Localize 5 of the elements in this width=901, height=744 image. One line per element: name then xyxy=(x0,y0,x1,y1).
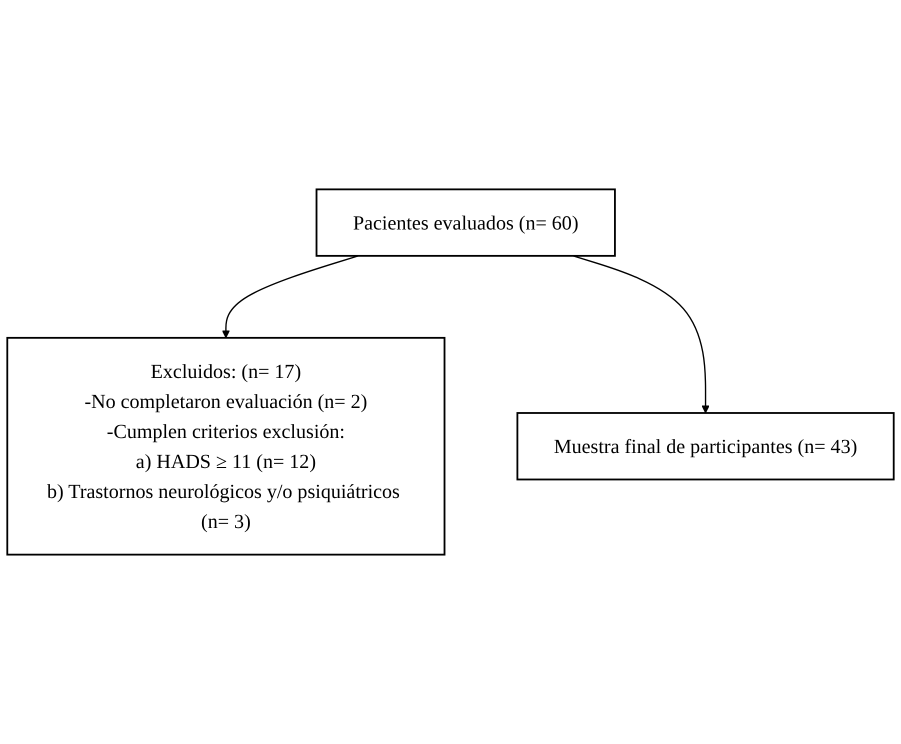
arrow xyxy=(572,255,710,414)
node-box: Muestra final de participantes (n= 43) xyxy=(516,412,895,480)
node-box: Excluidos: (n= 17) -No completaron evaluación (n= 2) -Cumplen criterios exclusión: a) HADS ≥ 11 (n= 12) b) Trastornos neurológicos y/o psiquiátricos (n= 3) xyxy=(6,336,446,556)
node-box: Pacientes evaluados (n= 60) xyxy=(316,188,616,257)
arrow xyxy=(222,255,359,338)
